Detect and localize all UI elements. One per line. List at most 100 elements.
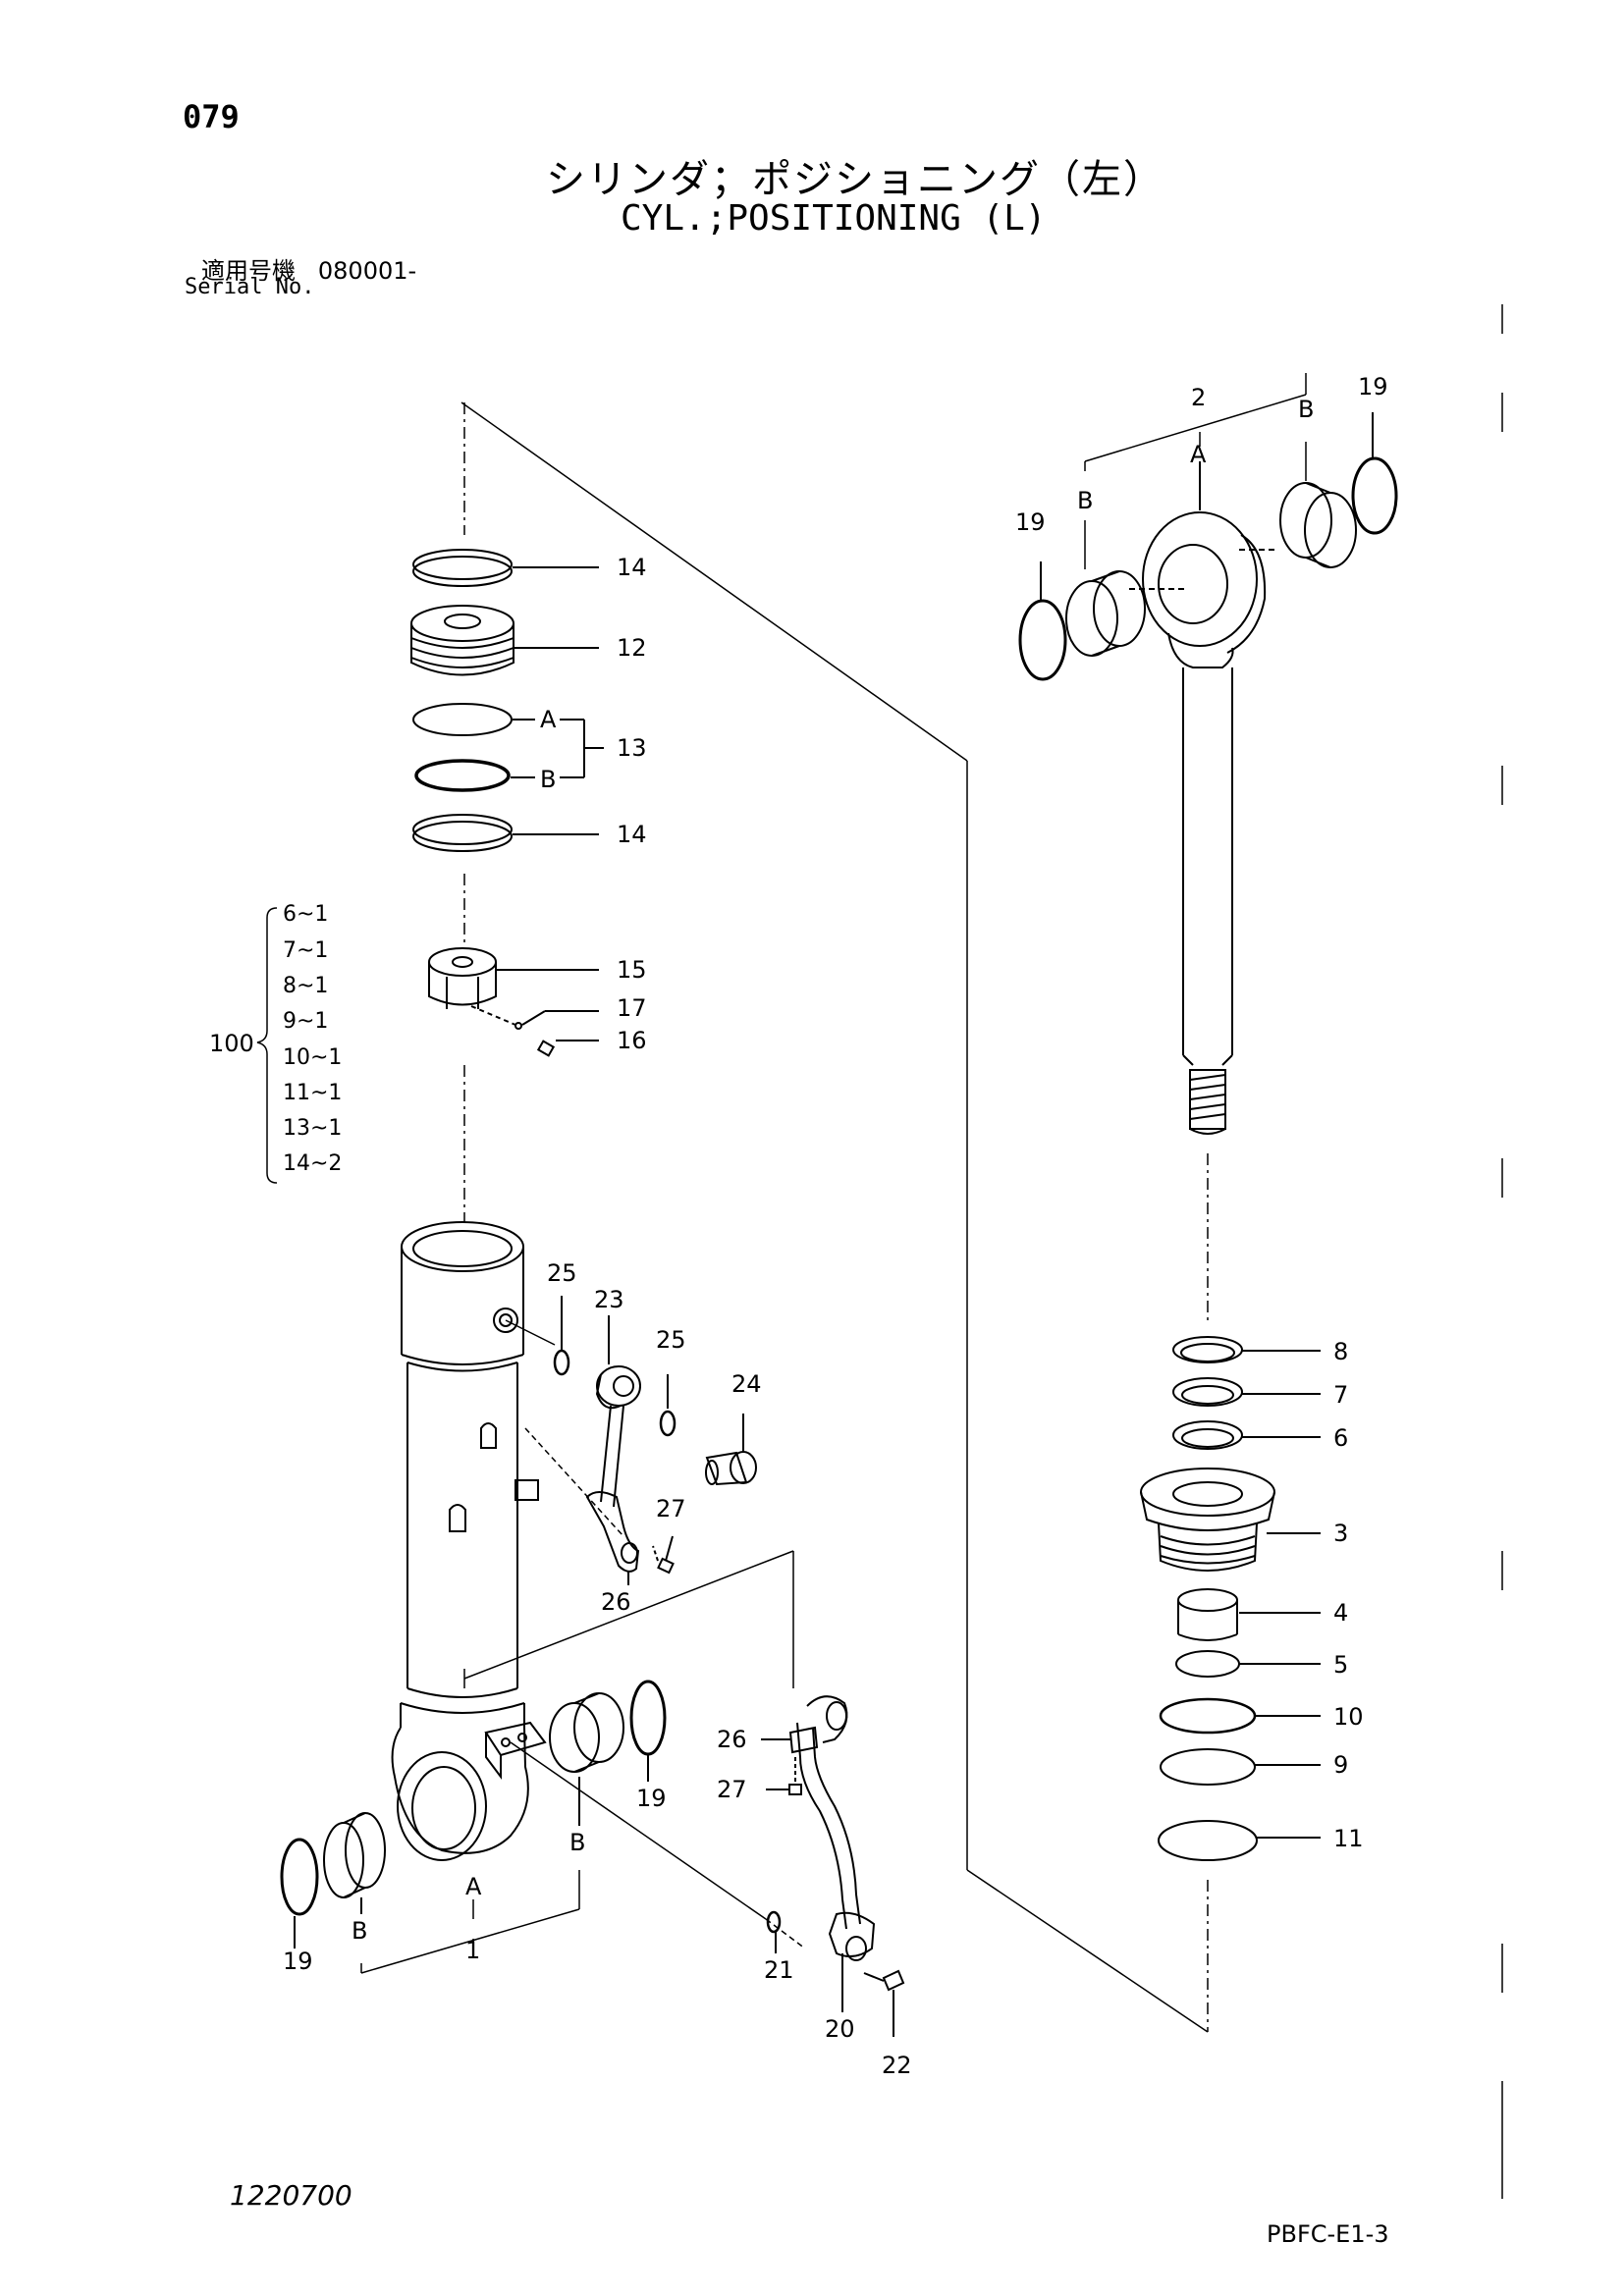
label-b-cyl-left: B (352, 1917, 367, 1945)
callout-26-b: 26 (717, 1726, 747, 1753)
part-1-bracket (360, 1870, 580, 1974)
part-4-bushing (1177, 1588, 1321, 1641)
part-14-wear-ring-top (412, 549, 599, 587)
callout-16: 16 (617, 1027, 647, 1054)
group-frame (460, 401, 1209, 2033)
kit-number: 100 (209, 1030, 254, 1057)
serial-label-jp: 適用号機 (201, 257, 296, 285)
kit-item: 11~1 (283, 1081, 342, 1105)
callout-19-rod-left: 19 (1015, 508, 1046, 536)
callout-26-a: 26 (601, 1588, 631, 1616)
page-number: 079 (183, 98, 240, 135)
callout-14-top: 14 (617, 554, 647, 581)
title-english: CYL.;POSITIONING (L) (621, 198, 1047, 239)
part-9-backup-ring (1160, 1748, 1321, 1786)
callout-19-rod-right: 19 (1358, 373, 1388, 400)
drawing-number: 1220700 (230, 2179, 352, 2212)
callout-labels: 14 12 A B 13 14 15 17 16 100 6~1 7~1 8~1… (209, 373, 1388, 2079)
part-19-snap-ring-right (629, 1680, 667, 1782)
assembly-leaders (463, 1319, 806, 1949)
serial-value: 080001- (317, 257, 417, 285)
kit-100-brace (256, 907, 278, 1184)
part-7-seal (1172, 1377, 1321, 1407)
label-a-rod: A (1190, 441, 1207, 468)
callout-7: 7 (1333, 1381, 1348, 1409)
callout-14-bottom: 14 (617, 821, 647, 848)
part-23-hose (585, 1315, 641, 1573)
title-japanese: シリンダ；ポジショニング（左） (546, 157, 1164, 202)
callout-11: 11 (1333, 1825, 1364, 1852)
part-b-bushing-right (549, 1692, 624, 1826)
callout-19-cyl-left: 19 (283, 1948, 313, 1975)
callout-19-cyl-right: 19 (636, 1785, 667, 1812)
label-b-cyl-right: B (569, 1829, 585, 1856)
callout-6: 6 (1333, 1424, 1348, 1452)
part-12-piston (410, 605, 599, 676)
callout-25-b: 25 (656, 1326, 686, 1354)
part-27-bolt-a (652, 1535, 675, 1575)
part-13-seal-set (412, 703, 604, 792)
callout-10: 10 (1333, 1703, 1364, 1731)
part-26-clamp-b (761, 1726, 819, 1754)
part-b-rod-bushing-right (1279, 482, 1357, 568)
part-27-bolt-b (766, 1757, 802, 1795)
part-17-ball (470, 1005, 599, 1030)
callout-9: 9 (1333, 1751, 1348, 1779)
kit-item: 13~1 (283, 1116, 342, 1141)
part-10-oring (1159, 1697, 1321, 1735)
kit-item: 6~1 (283, 902, 328, 927)
callout-27-a: 27 (656, 1495, 686, 1522)
callout-23: 23 (594, 1286, 624, 1313)
part-14-wear-ring-bottom (412, 814, 599, 852)
kit-item: 14~2 (283, 1151, 342, 1176)
kit-item: 8~1 (283, 974, 328, 998)
callout-20: 20 (825, 2015, 855, 2043)
kit-item: 10~1 (283, 1045, 342, 1070)
part-6-seal (1172, 1420, 1321, 1450)
reference-code: PBFC-E1-3 (1267, 2220, 1389, 2248)
part-b-bushing-left (323, 1812, 386, 1914)
part-15-nut (428, 947, 599, 1009)
label-b-seal: B (540, 766, 556, 793)
part-8-seal (1172, 1336, 1321, 1363)
callout-12: 12 (617, 634, 647, 662)
callout-3: 3 (1333, 1520, 1348, 1547)
part-19-snap-ring-left (280, 1838, 319, 1949)
callout-25-a: 25 (547, 1259, 577, 1287)
callout-5: 5 (1333, 1651, 1348, 1679)
part-19-rod-snap-ring-left (1018, 561, 1067, 681)
part-22-bolt (863, 1969, 905, 2037)
callout-22: 22 (882, 2052, 912, 2079)
part-19-rod-snap-ring-right (1351, 412, 1398, 535)
part-21-oring (766, 1910, 782, 1953)
serial-range: 適用号機 080001- (201, 251, 416, 286)
serial-label-en: Serial No. (185, 275, 315, 299)
part-25-oring-a (553, 1296, 570, 1376)
part-24-plug (705, 1414, 757, 1486)
callout-21: 21 (764, 1956, 794, 1984)
part-2-bracket (1084, 373, 1307, 569)
callout-24: 24 (731, 1370, 762, 1398)
callout-4: 4 (1333, 1599, 1348, 1627)
part-16-set-screw (536, 1040, 599, 1057)
callout-27-b: 27 (717, 1776, 747, 1803)
callout-17: 17 (617, 994, 647, 1022)
label-a-seal: A (540, 706, 557, 733)
part-1-cylinder-tube (391, 1221, 547, 1861)
kit-item: 7~1 (283, 938, 328, 963)
part-b-rod-bushing-left (1065, 570, 1146, 657)
part-11-ring (1158, 1820, 1321, 1861)
callout-2: 2 (1191, 384, 1206, 411)
callout-13: 13 (617, 734, 647, 762)
part-25-oring-b (659, 1374, 677, 1437)
callout-1: 1 (465, 1937, 480, 1964)
label-a-cyl: A (465, 1873, 482, 1900)
label-b-rod-right: B (1298, 396, 1314, 423)
label-b-rod-left: B (1077, 487, 1093, 514)
callout-8: 8 (1333, 1338, 1348, 1365)
callout-15: 15 (617, 956, 647, 984)
part-20-pipe (796, 1695, 876, 2012)
part-3-rod-cover (1140, 1468, 1321, 1572)
part-2-rod (1129, 461, 1276, 1135)
